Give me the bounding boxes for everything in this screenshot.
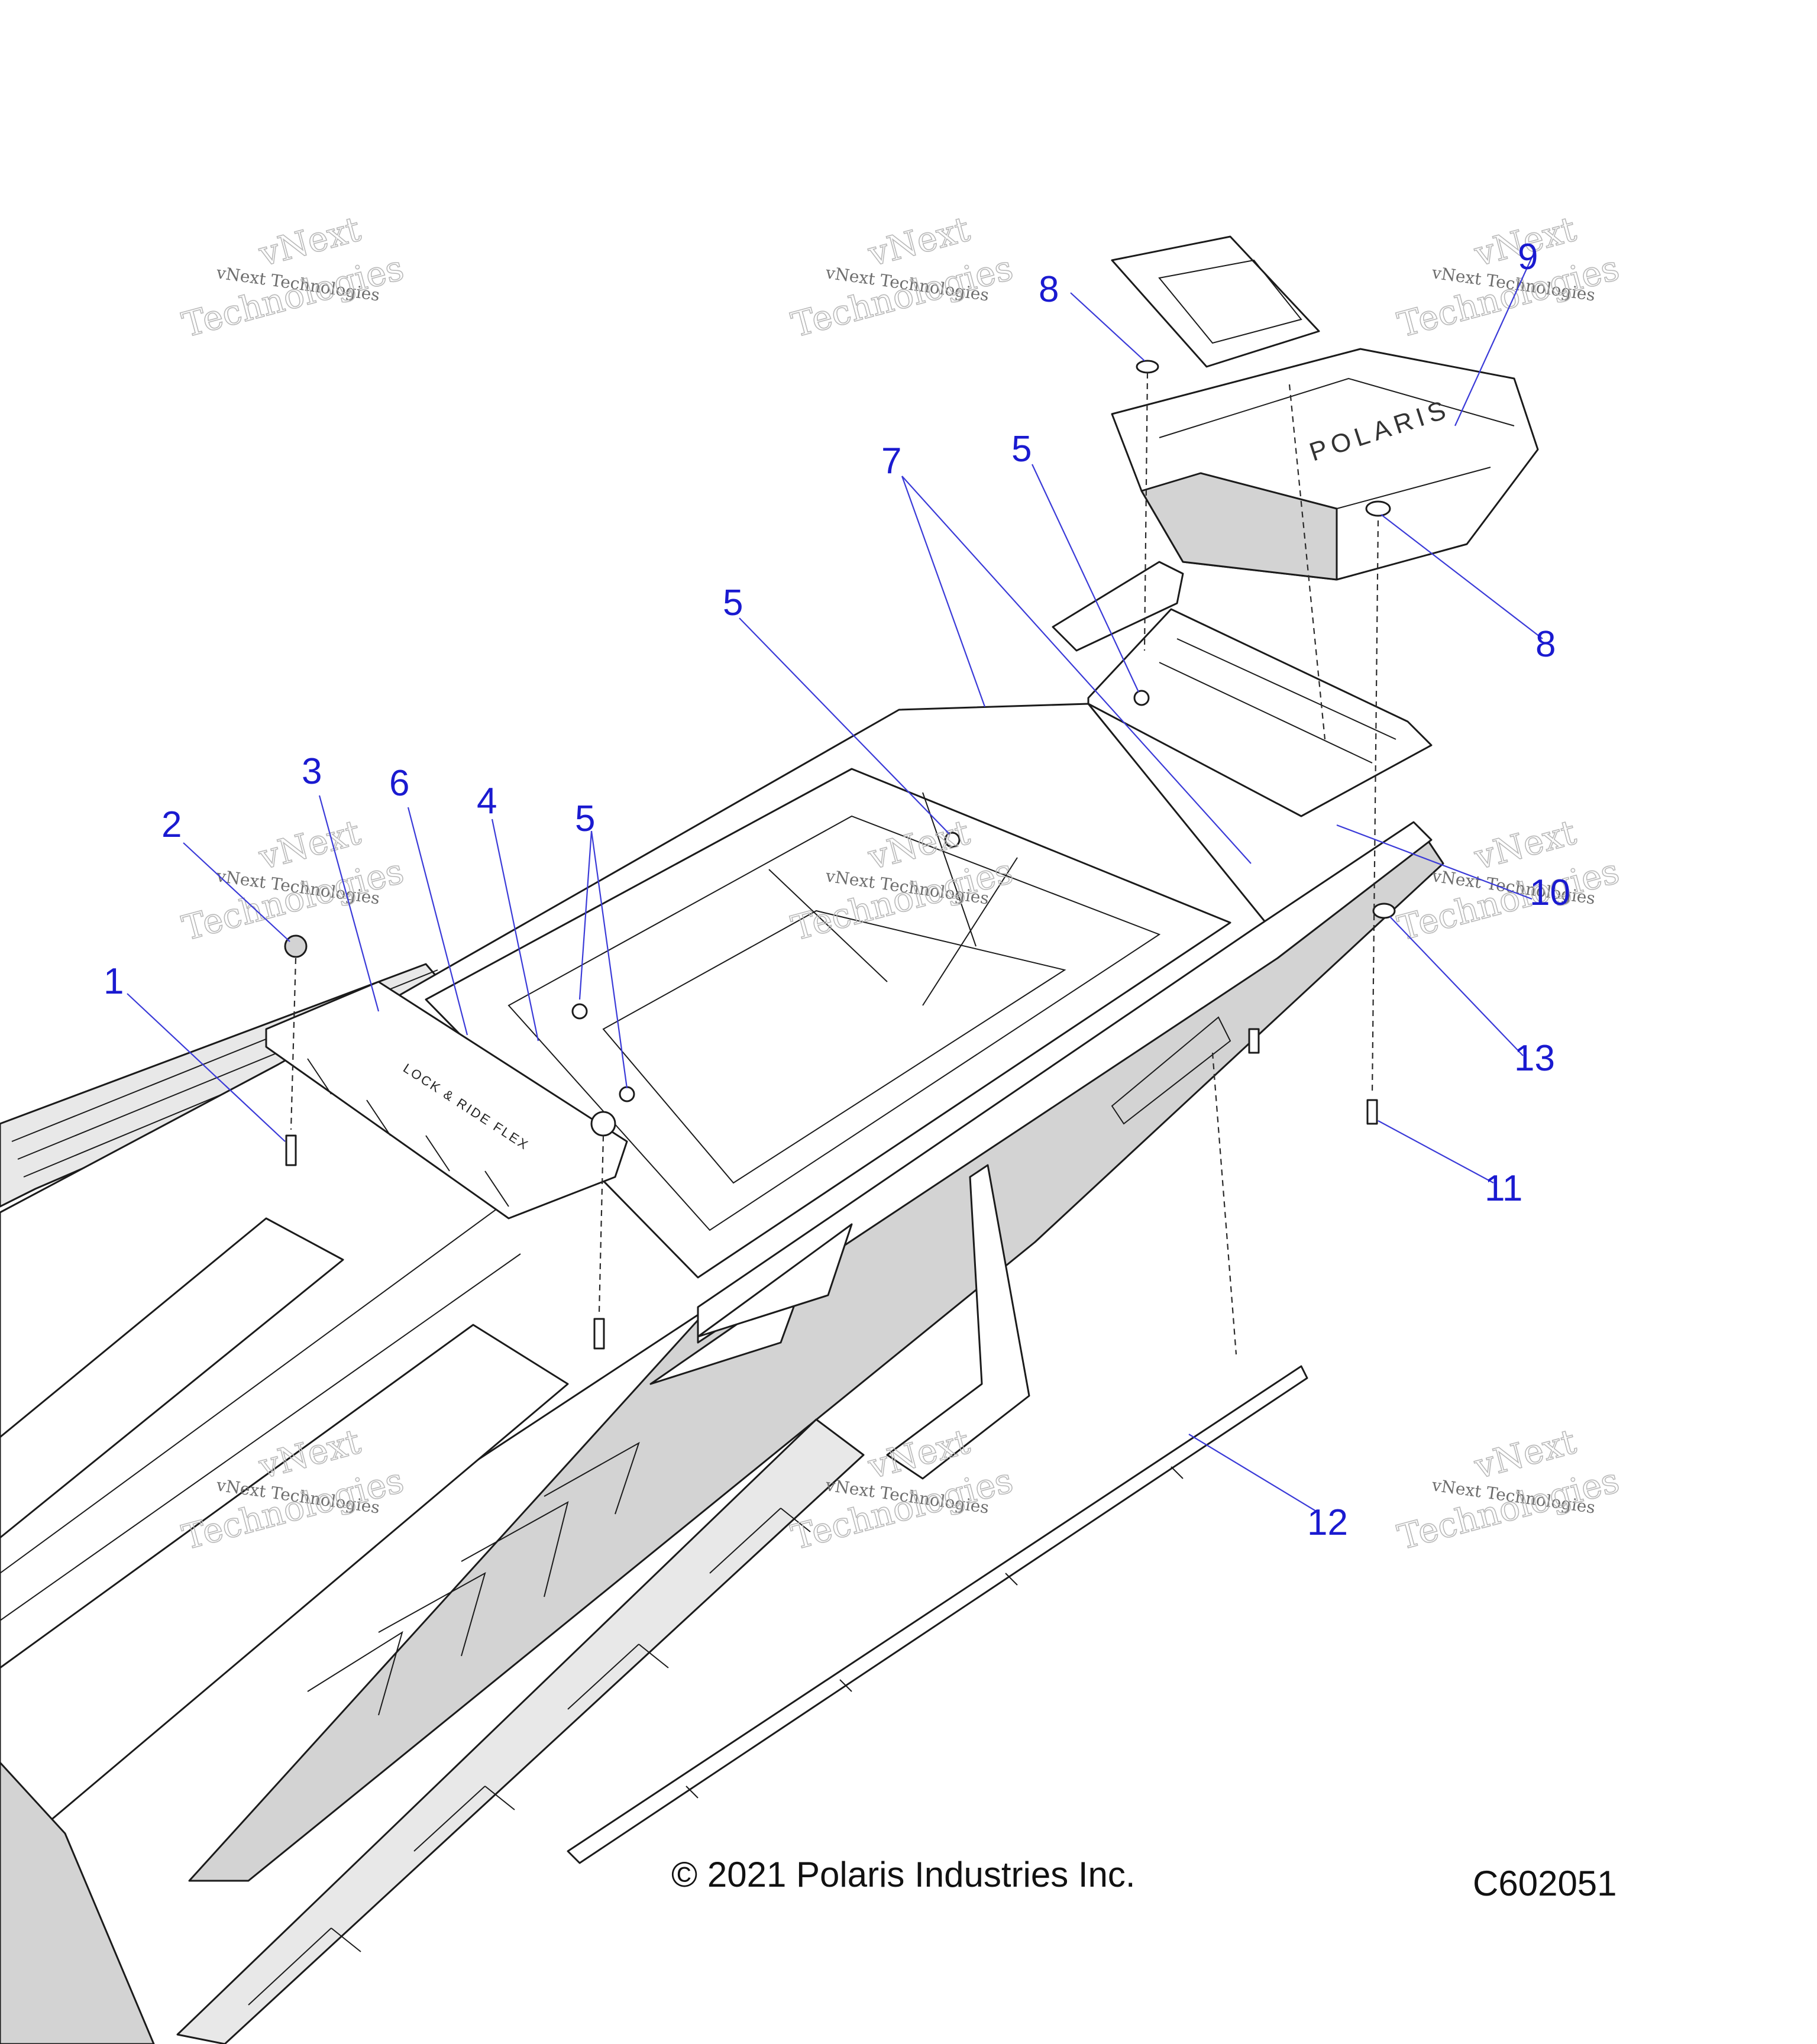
rear-storage-bag: POLARIS <box>1111 235 1539 581</box>
callout-5-mid: 5 <box>723 583 743 623</box>
screw-5-front-2 <box>571 1003 588 1020</box>
rear-deck-tail <box>1087 608 1433 817</box>
callout-7: 7 <box>881 441 901 481</box>
fasteners <box>284 360 1396 1350</box>
copyright-text: © 2021 Polaris Industries Inc. <box>671 1855 1136 1894</box>
callout-8-lower: 8 <box>1535 624 1556 665</box>
tunnel-side-top <box>697 821 1433 1344</box>
deck-panel-upper <box>0 1217 344 1539</box>
bolt-rear-side <box>1248 1028 1260 1054</box>
lock-ride-flex-bracket: LOCK & RIDE FLEX <box>265 981 628 1220</box>
diagram-code: C602051 <box>1473 1864 1617 1903</box>
callout-6: 6 <box>389 763 409 804</box>
stud-1 <box>285 1134 297 1166</box>
callout-8-upper: 8 <box>1039 269 1059 310</box>
callout-5-front: 5 <box>575 798 595 839</box>
side-relief-2 <box>697 1223 853 1338</box>
rear-bumper <box>886 1164 1030 1480</box>
bolt-11 <box>1366 1099 1378 1125</box>
screw-5-front <box>619 1086 635 1102</box>
bracket-body <box>265 981 628 1220</box>
deck-panel-lower <box>0 1324 569 1864</box>
callout-4: 4 <box>477 781 497 822</box>
stud-lower <box>593 1318 605 1350</box>
tunnel-rail-strip <box>567 1365 1308 1864</box>
rivet-8-lower <box>1365 500 1391 517</box>
bag-front-panel <box>1140 472 1338 581</box>
nut-2 <box>284 934 308 958</box>
rear-hitch-plate <box>1052 561 1184 652</box>
callouts: 1 2 3 4 5 5 5 6 7 8 8 9 10 11 12 13 <box>104 237 1570 1543</box>
washer-13 <box>1372 903 1396 919</box>
nut-upper <box>590 1111 616 1137</box>
callout-9: 9 <box>1518 237 1538 277</box>
assembly-lines <box>290 372 1379 1355</box>
tunnel-assembly <box>0 561 1444 2044</box>
callout-13: 13 <box>1514 1038 1555 1079</box>
screw-5-mid <box>944 832 961 848</box>
callout-1: 1 <box>104 961 124 1002</box>
right-running-board <box>176 1418 865 2044</box>
rear-corner-frame <box>0 1761 155 2044</box>
callout-2: 2 <box>161 804 182 845</box>
callout-3: 3 <box>302 751 322 792</box>
callout-11: 11 <box>1485 1168 1522 1209</box>
rivet-8-upper <box>1136 360 1159 374</box>
screw-5-rear <box>1133 690 1150 706</box>
callout-10: 10 <box>1530 872 1570 913</box>
callout-12: 12 <box>1307 1502 1348 1543</box>
deck-hatch-frame <box>425 768 1231 1279</box>
callout-5-rear: 5 <box>1011 429 1032 470</box>
bag-flap <box>1111 235 1320 368</box>
leader-lines <box>127 257 1543 1512</box>
